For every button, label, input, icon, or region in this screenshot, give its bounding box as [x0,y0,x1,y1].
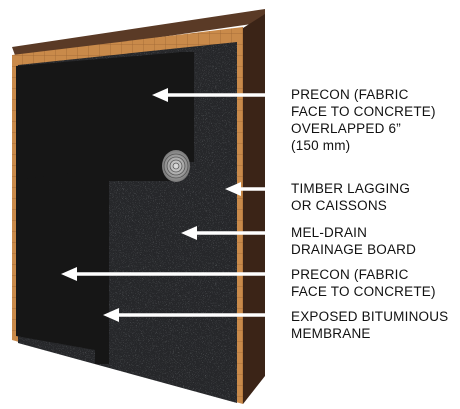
label-timber-lagging: TIMBER LAGGING OR CAISSONS [291,180,410,214]
arrow-timber-lagging [225,182,283,196]
roll-end [162,150,190,182]
label-line: OVERLAPPED 6” [291,121,401,136]
precon-sheet [16,52,183,182]
label-line: PRECON (FABRIC [291,87,409,102]
label-exposed-membrane: EXPOSED BITUMINOUS MEMBRANE [291,308,448,342]
label-precon-overlap: PRECON (FABRIC FACE TO CONCRETE) OVERLAP… [291,86,436,154]
label-line: MEMBRANE [291,326,371,341]
arrow-precon [61,267,283,281]
label-line: FACE TO CONCRETE) [291,284,436,299]
precon-sheet-lower [16,170,95,350]
callout-arrows [61,88,283,322]
arrow-mel-drain [181,226,283,240]
roll-body [80,151,176,181]
wall-top-edge [12,9,265,58]
label-line: DRAINAGE BOARD [291,242,417,257]
label-mel-drain: MEL-DRAIN DRAINAGE BOARD [291,224,416,258]
label-line: MEL-DRAIN [291,225,368,240]
exposed-bituminous-strip [95,172,109,364]
label-line: OR CAISSONS [291,198,387,213]
label-line: TIMBER LAGGING [291,181,411,196]
arrow-exposed-membrane [103,308,283,322]
wall-side-edge [243,14,265,404]
arrow-precon-overlap [152,88,283,102]
label-line: (150 mm) [291,138,351,153]
label-line: EXPOSED BITUMINOUS [291,309,449,324]
label-precon: PRECON (FABRIC FACE TO CONCRETE) [291,266,436,300]
precon-overlap-strip [179,52,194,162]
label-line: FACE TO CONCRETE) [291,104,436,119]
label-line: PRECON (FABRIC [291,267,409,282]
membrane-roll [80,150,190,182]
